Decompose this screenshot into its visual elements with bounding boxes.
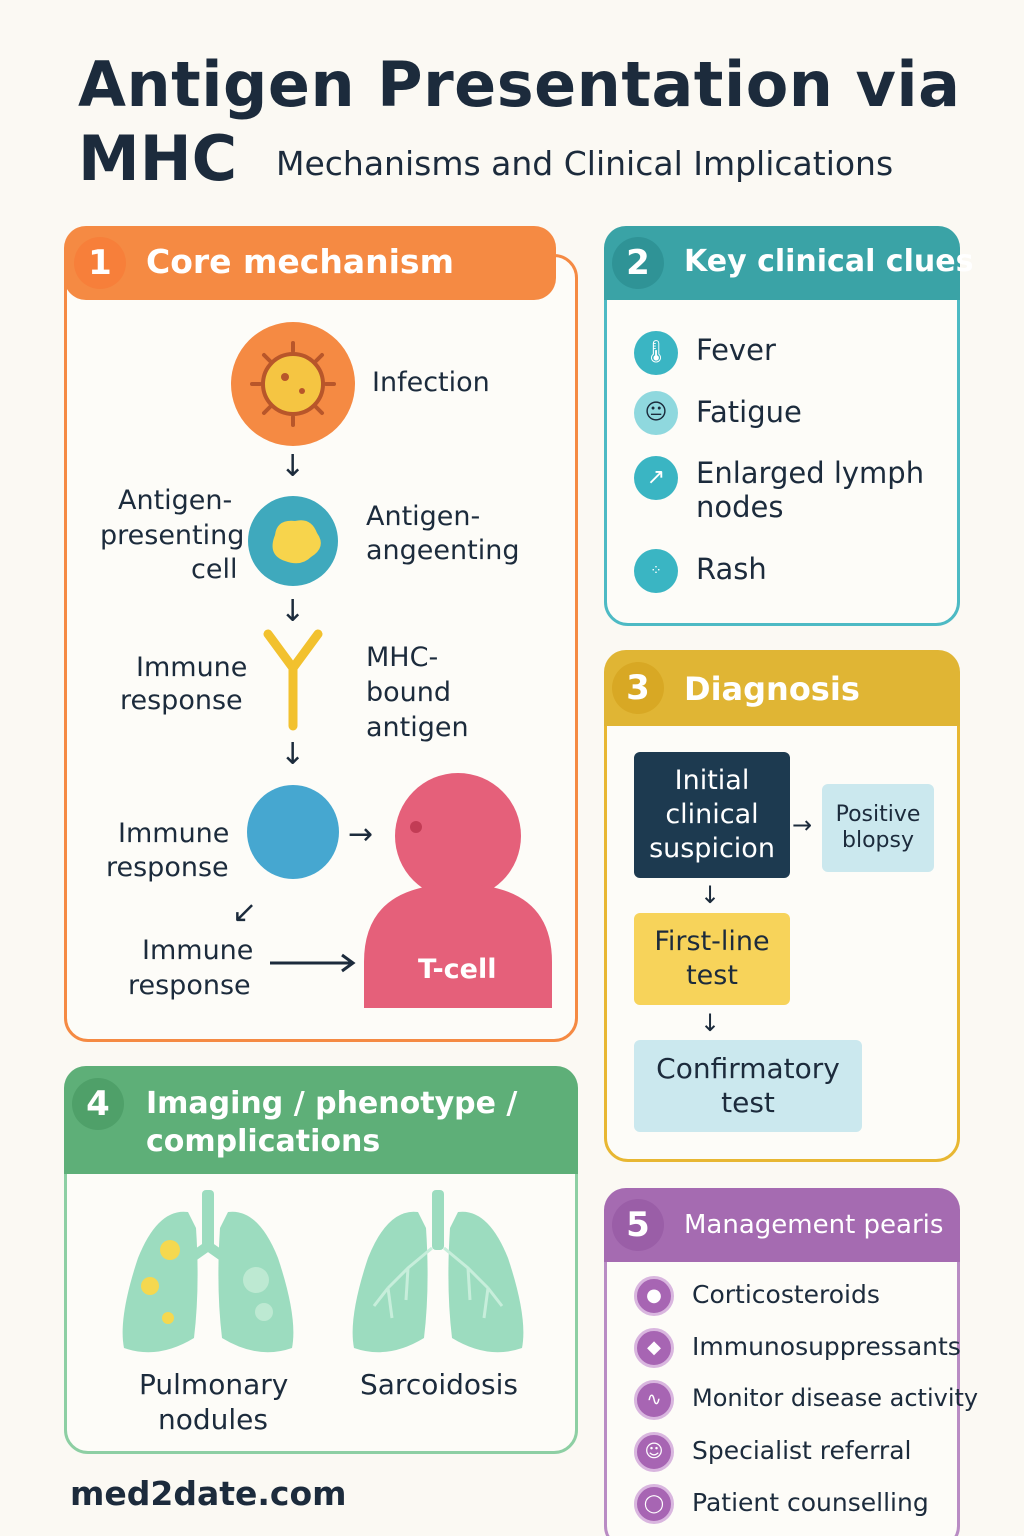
clue-lymph-nodes-2: nodes — [696, 490, 784, 524]
positive-line-2: blopsy — [842, 828, 914, 853]
panel-imaging-header: 4 Imaging / phenotype / complications — [64, 1066, 578, 1174]
clue-fever: Fever — [696, 333, 776, 367]
label-immune-response-1b: response — [120, 685, 243, 716]
footer-site: med2date.com — [70, 1474, 347, 1513]
label-immune-response-3b: response — [128, 970, 251, 1001]
mgmt-monitor-disease: Monitor disease activity — [692, 1384, 979, 1412]
pill-icon: ● — [634, 1276, 674, 1316]
mgmt-immunosuppressants: Immunosuppressants — [692, 1332, 961, 1361]
panel-title: Core mechanism — [146, 242, 454, 281]
clue-lymph-nodes-1: Enlarged lymph — [696, 456, 925, 490]
antibody-icon — [262, 628, 324, 732]
panel-number: 2 — [612, 237, 664, 289]
arrow-right-diagnosis: → — [792, 811, 813, 839]
immune-cell-icon — [247, 785, 339, 879]
arrow-diagonal: ↙ — [232, 895, 258, 930]
panel-core-mechanism-header: 1 Core mechanism — [64, 226, 556, 300]
mgmt-patient-counselling: Patient counselling — [692, 1488, 929, 1517]
lungs-sarcoidosis-icon — [348, 1188, 528, 1360]
antigen-presenting-cell-icon — [247, 495, 339, 587]
lungs-nodules-icon — [118, 1188, 298, 1360]
initial-line-1: Initial — [674, 765, 750, 796]
panel-number: 5 — [612, 1199, 664, 1251]
doctor-icon: ☺ — [634, 1432, 674, 1472]
panel-title-line-1: Imaging / phenotype / — [146, 1086, 518, 1121]
lymph-node-icon: ↗ — [634, 456, 678, 500]
mgmt-corticosteroids: Corticosteroids — [692, 1280, 880, 1309]
initial-line-2: clinical — [665, 799, 759, 830]
chat-bubble-icon: ◯ — [634, 1484, 674, 1524]
initial-line-3: suspicion — [649, 833, 775, 864]
heartbeat-icon: ∿ — [634, 1380, 674, 1420]
confirmatory-line-2: test — [721, 1086, 775, 1119]
arrow-right-1: → — [348, 817, 374, 852]
box-initial-suspicion: Initial clinical suspicion — [634, 752, 790, 878]
arrow-down-2: ↓ — [280, 594, 306, 629]
panel-number: 3 — [612, 662, 664, 714]
panel-management-header: 5 Management pearis — [604, 1188, 960, 1262]
panel-number: 1 — [74, 237, 126, 289]
label-immune-response-2b: response — [106, 852, 229, 883]
panel-title: Key clinical clues — [684, 244, 974, 279]
label-apc-right-1: Antigen- — [366, 501, 481, 532]
box-confirmatory-test: Confirmatory test — [634, 1040, 862, 1132]
label-apc-right-2: angeenting — [366, 535, 520, 566]
label-sarcoidosis: Sarcoidosis — [360, 1368, 518, 1401]
panel-number: 4 — [72, 1078, 124, 1130]
panel-title: Diagnosis — [684, 670, 860, 708]
positive-line-1: Positive — [835, 802, 921, 827]
label-apc-left-2: presenting — [100, 520, 245, 551]
label-pulmonary-nodules-1: Pulmonary — [139, 1368, 289, 1401]
mgmt-specialist-referral: Specialist referral — [692, 1436, 912, 1465]
rash-dots-icon: ⁘ — [634, 549, 678, 593]
panel-diagnosis-header: 3 Diagnosis — [604, 650, 960, 726]
tired-face-icon: 😐 — [634, 391, 678, 435]
clue-fatigue: Fatigue — [696, 395, 802, 429]
label-mhc-2: bound — [366, 677, 452, 708]
label-infection: Infection — [372, 367, 490, 398]
clue-rash: Rash — [696, 552, 767, 586]
confirmatory-line-1: Confirmatory — [656, 1052, 840, 1085]
label-immune-response-3a: Immune — [142, 935, 254, 966]
box-positive-biopsy: Positive blopsy — [822, 784, 934, 872]
capsule-icon: ◆ — [634, 1328, 674, 1368]
panel-title-line-2: complications — [146, 1124, 381, 1159]
page-title: Antigen Presentation via — [78, 48, 961, 121]
t-cell-icon — [364, 772, 554, 1010]
t-cell-label: T-cell — [418, 954, 497, 985]
label-immune-response-1a: Immune — [136, 652, 248, 683]
thermometer-icon: 🌡 — [634, 331, 678, 375]
label-mhc-1: MHC- — [366, 642, 439, 673]
box-first-line-test: First-line test — [634, 913, 790, 1005]
label-apc-left-1: Antigen- — [118, 485, 233, 516]
arrow-down-diagnosis-1: ↓ — [700, 881, 721, 909]
arrow-down-1: ↓ — [280, 449, 306, 484]
label-apc-left-3: cell — [191, 554, 238, 585]
label-immune-response-2a: Immune — [118, 818, 230, 849]
infection-icon — [230, 321, 356, 447]
page-title-line2: MHC — [78, 122, 238, 195]
panel-title: Management pearis — [684, 1210, 944, 1240]
panel-key-clinical-clues-header: 2 Key clinical clues — [604, 226, 973, 300]
page-subtitle: Mechanisms and Clinical Implications — [276, 144, 894, 183]
arrow-down-3: ↓ — [280, 737, 306, 772]
label-pulmonary-nodules-2: nodules — [158, 1403, 268, 1436]
firstline-line-1: First-line — [654, 926, 770, 957]
arrow-down-diagnosis-2: ↓ — [700, 1009, 721, 1037]
label-mhc-3: antigen — [366, 712, 469, 743]
firstline-line-2: test — [686, 960, 738, 991]
arrow-right-long — [268, 952, 356, 974]
